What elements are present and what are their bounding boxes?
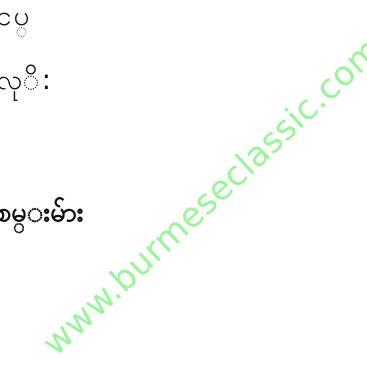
text-line-3: စမ္းမ်ား [0, 197, 84, 228]
text-line-1: ငပ္ [0, 0, 32, 32]
text-line-2: လုိ: [0, 63, 54, 96]
watermark-text: www.burmeseclassic.com [34, 29, 367, 364]
